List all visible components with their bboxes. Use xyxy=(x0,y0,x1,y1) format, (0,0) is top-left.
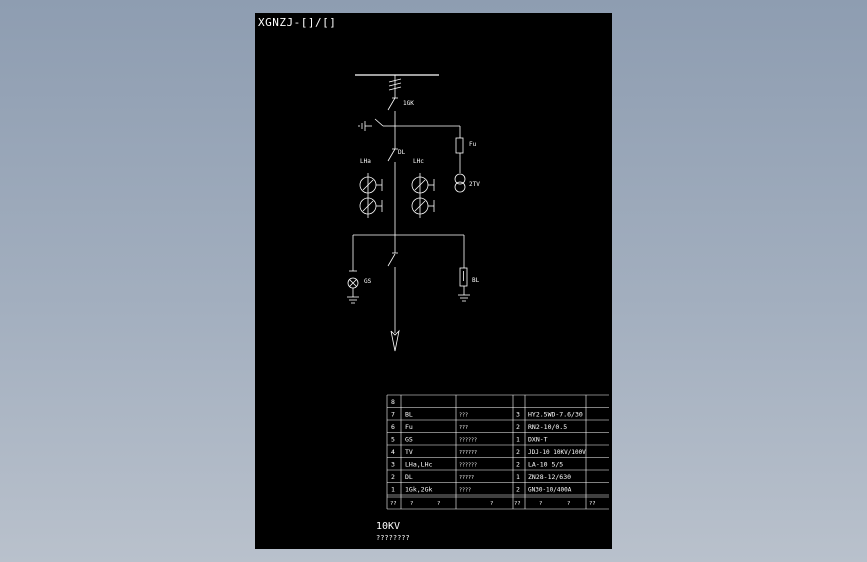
table-row-5-no: 5 xyxy=(391,436,395,444)
indicator-gs-symbol xyxy=(347,270,359,304)
parts-table-text: 8 7 BL ??? 3 HY2.5WD-7.6/30 6 Fu ??? 2 R… xyxy=(390,398,596,507)
table-row-1-name: 1Gk,2Gk xyxy=(405,486,432,494)
table-row-7-desc: ??? xyxy=(459,413,468,419)
drawing-canvas: XGNZJ-[]/[] 1GK xyxy=(255,13,612,549)
drawing-title: XGNZJ-[]/[] xyxy=(258,16,337,29)
table-row-8-no: 8 xyxy=(391,398,395,406)
label-bl: BL xyxy=(472,277,480,284)
table-row-6-no: 6 xyxy=(391,423,395,431)
table-row-4-qty: 2 xyxy=(516,448,520,456)
table-row-6-name: Fu xyxy=(405,423,413,431)
table-header-remark: ?? xyxy=(589,501,596,507)
current-transformer-lhc-symbol xyxy=(411,173,435,218)
table-header-desc2: ? xyxy=(490,501,493,507)
table-row-5-name: GS xyxy=(405,436,413,444)
table-header-name: ? xyxy=(410,501,413,507)
cable-outlet-arrow xyxy=(390,329,400,352)
label-lha: LHa xyxy=(360,158,371,165)
table-header-desc: ? xyxy=(437,501,440,507)
table-header-qty: ?? xyxy=(514,501,521,507)
table-row-3-desc: ?????? xyxy=(459,463,477,469)
label-dl: DL xyxy=(398,149,406,156)
table-header-no: ?? xyxy=(390,501,397,507)
label-2tv: 2TV xyxy=(469,181,480,188)
single-line-diagram: 1GK Fu 2TV DL LHa xyxy=(347,74,609,510)
voltage-label: 10KV xyxy=(376,521,401,532)
table-row-5-model: DXN-T xyxy=(528,436,548,444)
parts-table xyxy=(386,394,609,510)
table-row-7-qty: 3 xyxy=(516,411,520,419)
table-row-5-qty: 1 xyxy=(516,436,520,444)
table-row-2-model: ZN28-12/630 xyxy=(528,473,571,481)
arrester-bl-symbol xyxy=(458,267,470,302)
table-row-4-desc: ?????? xyxy=(459,450,477,456)
label-1gk: 1GK xyxy=(403,100,414,107)
table-row-4-model: JDJ-10 10KV/100V xyxy=(528,449,586,456)
table-row-5-desc: ?????? xyxy=(459,438,477,444)
table-row-2-qty: 1 xyxy=(516,473,520,481)
table-row-2-no: 2 xyxy=(391,473,395,481)
bus-tick-marks xyxy=(388,78,402,91)
label-gs: GS xyxy=(364,278,372,285)
label-fu: Fu xyxy=(469,141,477,148)
isolator-2gk-symbol xyxy=(387,238,398,333)
voltage-transformer-2tv-symbol xyxy=(454,173,466,193)
table-row-3-qty: 2 xyxy=(516,461,520,469)
table-row-1-qty: 2 xyxy=(516,486,520,494)
table-row-6-model: RN2-10/0.5 xyxy=(528,423,567,431)
table-row-7-no: 7 xyxy=(391,411,395,419)
table-row-3-model: LA-10 5/5 xyxy=(528,461,563,469)
table-header-model2: ? xyxy=(567,501,570,507)
footer-note: ???????? xyxy=(376,534,410,542)
current-transformer-lha-symbol xyxy=(359,173,383,218)
table-row-7-model: HY2.5WD-7.6/30 xyxy=(528,411,583,419)
table-row-6-desc: ??? xyxy=(459,425,468,431)
table-row-1-desc: ???? xyxy=(459,488,471,494)
table-row-2-name: DL xyxy=(405,473,413,481)
table-row-1-no: 1 xyxy=(391,486,395,494)
table-row-7-name: BL xyxy=(405,411,413,419)
isolator-1gk-symbol xyxy=(387,97,398,126)
table-header-model: ? xyxy=(539,501,542,507)
table-row-4-name: TV xyxy=(405,448,413,456)
earthing-switch-symbol xyxy=(358,118,395,131)
table-row-3-no: 3 xyxy=(391,461,395,469)
label-lhc: LHc xyxy=(413,158,424,165)
table-row-6-qty: 2 xyxy=(516,423,520,431)
table-row-2-desc: ????? xyxy=(459,475,474,481)
table-row-4-no: 4 xyxy=(391,448,395,456)
fuse-fu-symbol xyxy=(455,137,464,154)
table-row-1-model: GN30-10/400A xyxy=(528,487,572,494)
table-row-3-name: LHa,LHc xyxy=(405,461,432,469)
breaker-dl-symbol xyxy=(387,148,398,238)
